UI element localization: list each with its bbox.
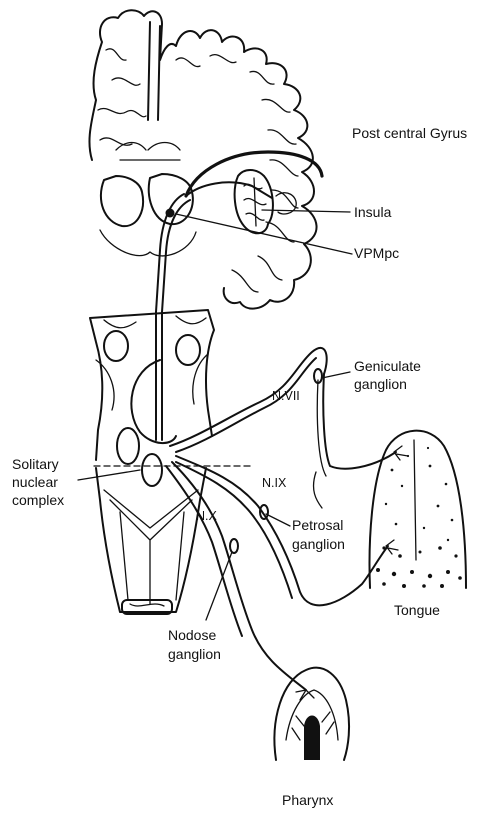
label-n-vii: N.VII [272,388,300,405]
nodose-ganglion-node [230,539,238,553]
label-nodose-line2: ganglion [168,646,221,663]
label-n-x: N.X [196,508,217,525]
label-solitary-line1: Solitary [12,456,59,473]
label-solitary-line3: complex [12,492,64,509]
tongue-outline [370,431,466,588]
vpmpc-nucleus [166,209,175,218]
label-tongue: Tongue [394,602,440,619]
label-vpmpc: VPMpc [354,245,399,262]
thalamus-left [101,176,143,226]
hemisphere-midline [148,22,160,120]
tongue-shape [370,431,466,588]
medulla-outline [96,468,206,612]
pharynx-shape [274,668,349,760]
brain-section [89,10,316,308]
label-geniculate-line1: Geniculate [354,358,421,375]
label-post-central-gyrus: Post central Gyrus [352,125,467,142]
solitary-nucleus-right [142,454,162,486]
pons-oval-right [176,335,200,365]
tongue-papillae [376,447,462,588]
brainstem-upper-outline [90,310,214,460]
label-geniculate-line2: ganglion [354,376,407,393]
label-petrosal-line2: ganglion [292,536,345,553]
nerve-pathways [131,152,408,700]
label-n-ix: N.IX [262,475,286,492]
pons-oval-left [104,331,128,361]
label-petrosal-line1: Petrosal [292,517,343,534]
insula-leader [262,210,350,212]
pharynx-dark-center [304,716,320,761]
leader-lines [78,210,352,620]
solitary-leader [78,470,140,480]
tongue-terminals [386,446,408,554]
solitary-nucleus-left [117,428,139,464]
label-solitary-line2: nuclear [12,474,58,491]
label-pharynx: Pharynx [282,792,333,809]
geniculate-leader [322,372,350,378]
label-nodose-line1: Nodose [168,627,216,644]
label-insula: Insula [354,204,391,221]
